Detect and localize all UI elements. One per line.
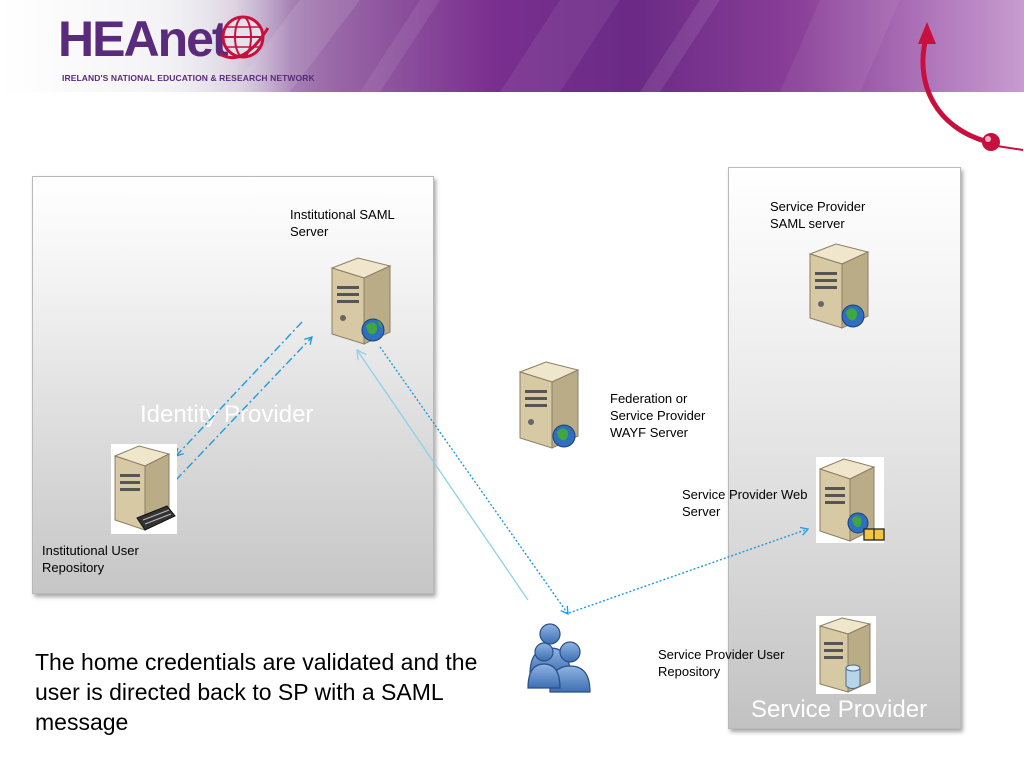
wayf-server-label: Federation or Service Provider WAYF Serv… [610, 391, 706, 440]
sp-user-repository-icon [816, 616, 876, 694]
arrow-saml-to-user [379, 346, 569, 616]
institutional-saml-server-label: Institutional SAML Server [290, 207, 395, 239]
institutional-user-repository-icon [111, 444, 177, 534]
arrow-saml-to-repo [175, 321, 303, 457]
logo-tagline: IRELAND'S NATIONAL EDUCATION & RESEARCH … [62, 73, 315, 83]
logo: HEAnet IRELAND'S NATIONAL EDUCATION & RE… [0, 0, 315, 92]
institutional-user-repository-label: Institutional User Repository [42, 543, 139, 575]
sp-saml-server-label: Service Provider SAML server [770, 199, 866, 231]
identity-provider-panel [32, 176, 434, 594]
slide-caption: The home credentials are validated and t… [35, 649, 478, 735]
users-icon [527, 623, 591, 693]
sp-saml-server-icon [808, 243, 870, 329]
sp-web-server-icon [816, 457, 885, 543]
institutional-saml-server-icon [330, 257, 392, 345]
identity-provider-title: Identity Provider [140, 401, 314, 428]
header-banner: HEAnet IRELAND'S NATIONAL EDUCATION & RE… [0, 0, 1024, 92]
arrow-user-to-saml [356, 348, 529, 601]
service-provider-title: Service Provider [751, 696, 928, 723]
logo-wordmark: HEAnet [58, 11, 229, 67]
arrow-repo-to-saml [175, 336, 313, 481]
swoosh-arrow-icon [918, 22, 1024, 151]
globe-logo-icon [219, 15, 270, 60]
wayf-server-icon [518, 361, 580, 449]
sp-web-server-label: Service Provider Web Server [682, 487, 808, 519]
sp-user-repository-label: Service Provider User Repository [658, 647, 785, 679]
arrow-user-to-web-server [568, 526, 810, 614]
